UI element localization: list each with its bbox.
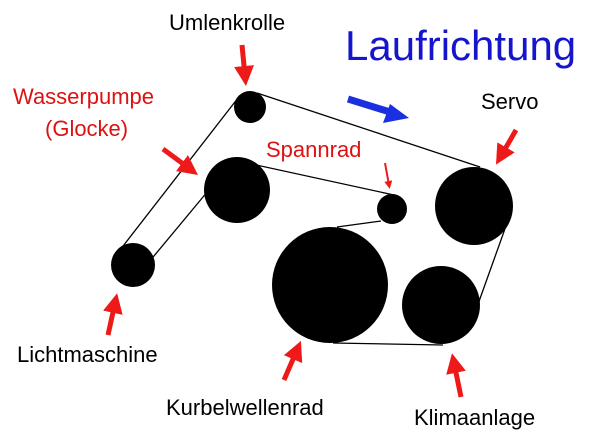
pulley-klimaanlage	[402, 266, 480, 344]
label-spannrad: Spannrad	[266, 137, 361, 162]
label-klimaanlage: Klimaanlage	[414, 405, 535, 430]
arrow-kurbelwellenrad	[281, 340, 303, 381]
label-kurbelwellenrad: Kurbelwellenrad	[166, 395, 324, 420]
label-servo: Servo	[481, 89, 538, 114]
pulley-wasserpumpe	[204, 157, 270, 223]
direction-arrow-icon	[346, 95, 409, 123]
arrow-klimaanlage	[446, 353, 466, 398]
pulley-kurbelwellenrad	[272, 227, 388, 343]
belt-segment	[112, 97, 239, 260]
pulley-spannrad	[377, 194, 407, 224]
pulley-servo	[435, 167, 513, 245]
arrow-wasserpumpe	[161, 146, 199, 175]
label-wasserpumpe: Wasserpumpe	[13, 84, 154, 109]
pulley-lichtmaschine	[111, 243, 155, 287]
arrow-lichtmaschine	[103, 293, 123, 336]
arrow-spannrad	[384, 162, 393, 189]
belt-segment	[336, 220, 382, 228]
label-umlenkrolle: Umlenkrolle	[169, 10, 285, 35]
belt-segment	[256, 92, 481, 168]
belt-segment	[332, 342, 444, 346]
belt-segment	[237, 160, 395, 196]
label-lichtmaschine: Lichtmaschine	[17, 342, 158, 367]
pulley-umlenkrolle	[234, 91, 266, 123]
label-wasserpumpe-sub: (Glocke)	[45, 116, 128, 141]
arrow-umlenkrolle	[234, 44, 254, 86]
title-laufrichtung: Laufrichtung	[345, 22, 576, 69]
arrow-servo	[496, 128, 519, 165]
